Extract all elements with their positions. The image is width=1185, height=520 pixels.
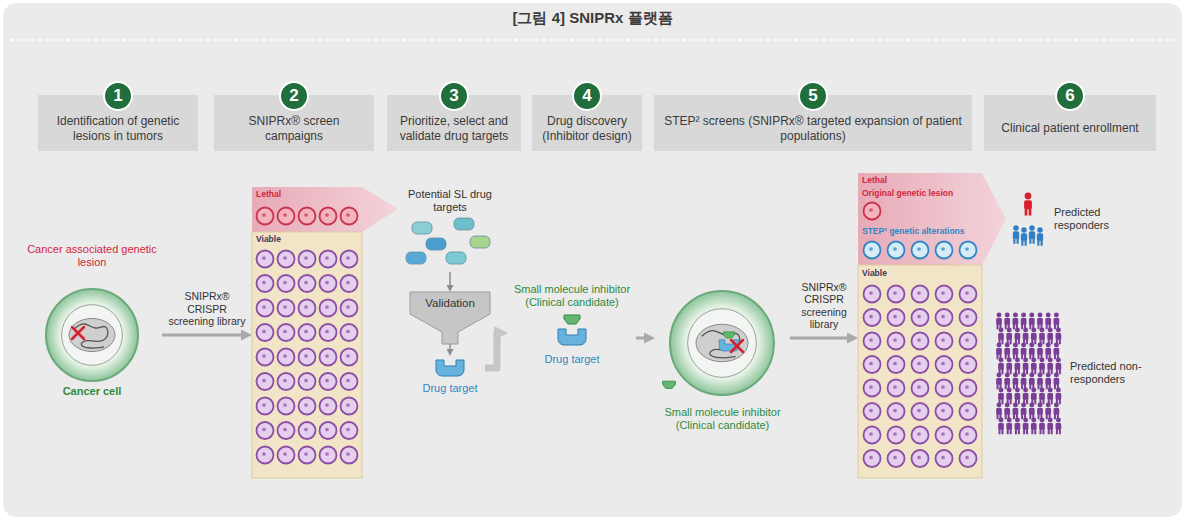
expansion-plate-shape [858,173,982,478]
screen-plate-shape [252,187,362,478]
lesion-label: Original genetic lesion [862,188,980,198]
step-header: 4Drug discovery (Inhibitor design) [532,81,642,151]
connector-arrow [449,272,451,287]
cancer-cell: Cancer associated genetic lesionCancer c… [22,243,162,401]
edge-label: SNIPRx® CRISPR screening library [164,290,250,328]
inhibitor-target: Small molecule inhibitor (Clinical candi… [508,283,636,373]
band-label: Lethal [862,175,922,185]
expansion-plate: LethalOriginal genetic lesionSTEP² genet… [858,173,982,478]
inhibitor-label: Small molecule inhibitor (Clinical candi… [508,283,636,309]
target-pool-shape [400,188,500,272]
pool-label: Potential SL drug targets [400,188,500,214]
step-header: 1Identification of genetic lesions in tu… [38,81,198,151]
connector-arrow [790,337,850,340]
step-header: 2SNIPRx® screen campaigns [214,81,374,151]
connector-arrow [162,334,244,337]
band-label: Viable [256,234,316,244]
lesion-label: Cancer associated genetic lesion [22,243,162,269]
target-label: Drug target [508,353,636,366]
responder-group: Predicted responders [1008,192,1160,252]
drug-target: Drug target [415,356,485,398]
figure-title: [그림 4] SNIPRx 플랫폼 [0,9,1185,28]
step-number: 6 [1055,81,1085,111]
funnel-label: Validation [410,297,490,311]
treated-cell: Small molecule inhibitor (Clinical candi… [655,286,790,440]
non-responder-group: Predicted non-responders [994,312,1170,438]
group-label: Predicted non-responders [1070,360,1170,386]
band-label: Lethal [256,189,316,199]
target-pool: Potential SL drug targets [400,188,500,272]
card [3,3,1182,517]
cell-label: Cancer cell [22,385,162,398]
group-label: Predicted responders [1054,206,1158,232]
step-header: 5STEP² screens (SNIPRx® targeted expansi… [654,81,972,151]
target-label: Drug target [415,382,485,395]
step-number: 3 [439,81,469,111]
step-number: 2 [279,81,309,111]
dashed-rule [10,39,1175,41]
step-number: 5 [798,81,828,111]
alteration-label: STEP² genetic alterations [862,226,980,236]
edge-label: SNIPRx® CRISPR screening library [792,281,856,331]
connector-arrow [636,337,647,340]
step-header: 6Clinical patient enrollment [984,81,1156,151]
step-number: 4 [572,81,602,111]
band-label: Viable [862,268,922,278]
step-number: 1 [103,81,133,111]
step-header: 3Prioritize, select and validate drug ta… [387,81,521,151]
validation-funnel: Validation [410,292,490,344]
screen-plate: LethalViable [252,187,362,478]
connector-arrow [449,344,451,351]
inhibitor-label: Small molecule inhibitor (Clinical candi… [655,406,790,432]
flow-arrow [485,333,498,368]
